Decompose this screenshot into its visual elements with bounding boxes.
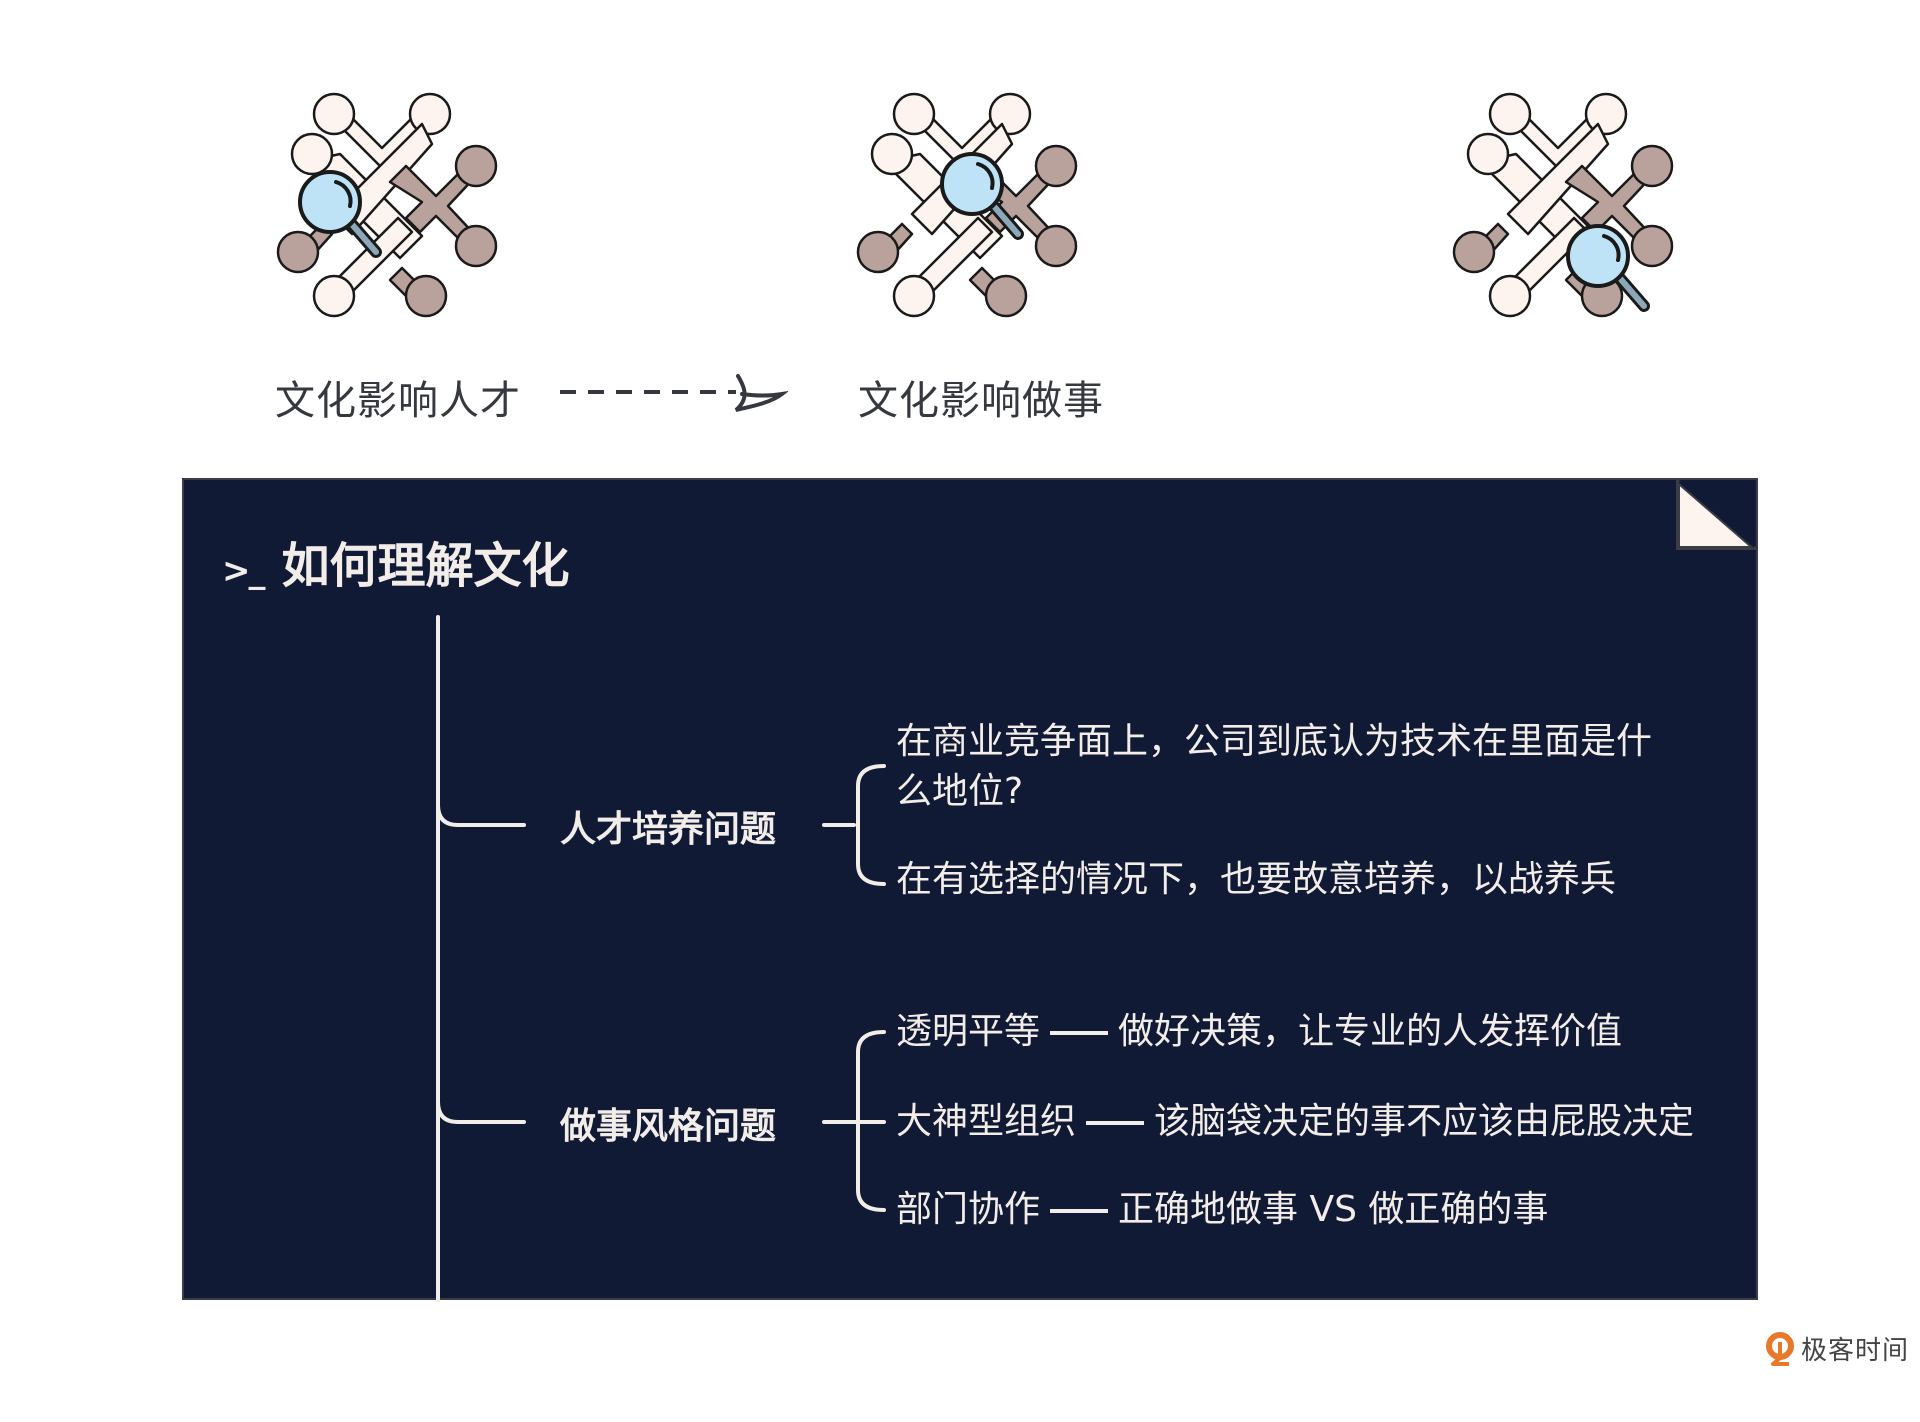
dash-separator <box>1050 1031 1109 1035</box>
dash-separator <box>1050 1209 1109 1213</box>
folded-corner-icon <box>1676 477 1760 550</box>
leaf-tech-position: 在商业竞争面上，公司到底认为技术在里面是什 么地位? <box>896 721 1653 812</box>
leaf-deliberate-training: 在有选择的情况下，也要故意培养，以战养兵 <box>896 859 1617 900</box>
geektime-logo: 极客时间 <box>1765 1330 1909 1367</box>
maze-network-icon-2 <box>852 84 1092 324</box>
leaf-department-collaboration: 部门协作正确地做事 VS 做正确的事 <box>896 1189 1549 1230</box>
tree-connectors <box>436 615 886 1302</box>
label-culture-affects-talent: 文化影响人才 <box>275 378 521 424</box>
culture-mindmap-panel: >_ 如何理解文化 人才培养问题 在商业竞争面上，公司到底认为技术在里面是什 么地… <box>182 477 1760 1302</box>
panel-title: >_ 如何理解文化 <box>222 526 570 596</box>
leaf-expert-organization: 大神型组织该脑袋决定的事不应该由屁股决定 <box>896 1101 1695 1142</box>
branch-talent-cultivation: 人才培养问题 <box>560 809 777 850</box>
dash-separator <box>1086 1121 1145 1125</box>
branch-work-style: 做事风格问题 <box>560 1106 777 1147</box>
geektime-logo-icon <box>1766 1331 1794 1366</box>
title-text: 如何理解文化 <box>281 538 570 594</box>
dashed-arrow-icon <box>558 372 790 426</box>
leaf-transparent-equal: 透明平等做好决策，让专业的人发挥价值 <box>896 1011 1623 1052</box>
terminal-prompt-icon: >_ <box>222 551 265 591</box>
label-culture-affects-work: 文化影响做事 <box>858 378 1104 424</box>
maze-network-icon-1 <box>272 84 512 324</box>
maze-network-icon-3 <box>1448 84 1688 324</box>
brand-name: 极客时间 <box>1801 1336 1910 1366</box>
